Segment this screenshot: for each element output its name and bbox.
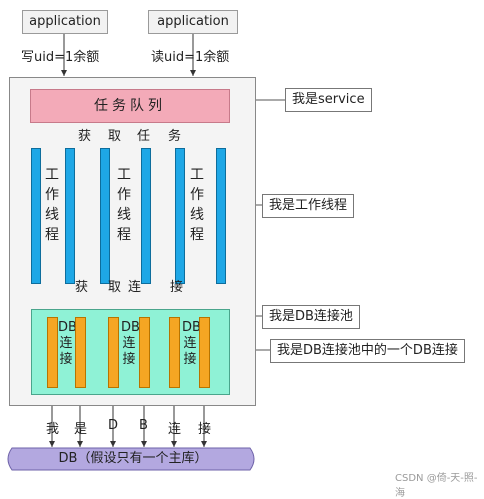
- fetch-task-char: 务: [168, 129, 182, 144]
- db-connection-bar: [47, 317, 58, 388]
- db-connection-label: DB连接: [121, 320, 140, 367]
- worker-label: 工作线程: [190, 167, 204, 243]
- worker-bar: [100, 148, 110, 284]
- fetch-conn-char: 连: [128, 280, 142, 295]
- callout-worker: 我是工作线程: [262, 194, 355, 218]
- application-box-1: application: [22, 10, 108, 34]
- fetch-conn-char: 获: [75, 280, 89, 295]
- worker-bar: [216, 148, 226, 284]
- watermark: CSDN @倚-天-照-海: [395, 473, 478, 499]
- worker-bar: [175, 148, 185, 284]
- worker-bar: [65, 148, 75, 284]
- db-connection-bar: [108, 317, 119, 388]
- fetch-conn-char: 接: [170, 280, 184, 295]
- worker-bar: [141, 148, 151, 284]
- fetch-task-char: 任: [137, 129, 151, 144]
- db-connection-bar: [199, 317, 210, 388]
- db-connection-bar: [139, 317, 150, 388]
- callout-service: 我是service: [285, 88, 372, 112]
- bottom-char: 连: [168, 422, 182, 437]
- callout-connection: 我是DB连接池中的一个DB连接: [270, 339, 465, 363]
- database-shape: [7, 447, 255, 471]
- fetch-conn-char: 取: [108, 280, 122, 295]
- worker-bar: [31, 148, 41, 284]
- application-box-2: application: [148, 10, 238, 34]
- database-label: DB（假设只有一个主库）: [58, 451, 208, 466]
- db-connection-label: DB连接: [58, 320, 77, 367]
- bottom-char: B: [139, 418, 148, 433]
- bottom-char: 是: [74, 422, 88, 437]
- task-queue: 任务队列: [30, 89, 230, 123]
- worker-label: 工作线程: [45, 167, 59, 243]
- callout-pool: 我是DB连接池: [262, 305, 360, 329]
- fetch-task-char: 获: [78, 129, 92, 144]
- bottom-char: 接: [198, 422, 212, 437]
- bottom-char: D: [108, 418, 119, 433]
- db-connection-bar: [169, 317, 180, 388]
- db-connection-bar: [75, 317, 86, 388]
- db-connection-pool: [31, 309, 230, 395]
- worker-label: 工作线程: [117, 167, 131, 243]
- bottom-char: 我: [46, 422, 60, 437]
- write-request-label: 写uid=1余额: [21, 50, 100, 65]
- fetch-task-char: 取: [108, 129, 122, 144]
- db-connection-label: DB连接: [182, 320, 201, 367]
- read-request-label: 读uid=1余额: [151, 50, 230, 65]
